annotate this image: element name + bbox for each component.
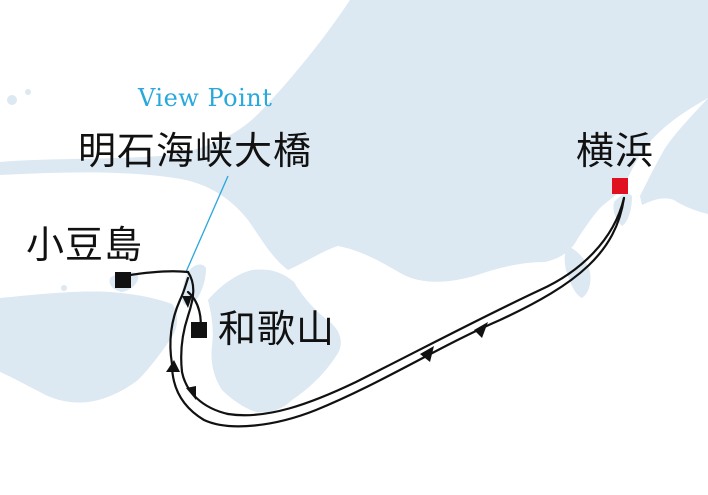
island-small (25, 89, 31, 95)
boso-peninsula (640, 98, 708, 214)
port-marker-yokohama (612, 178, 628, 194)
route-loop (169, 276, 190, 366)
route-osaka-bay (180, 270, 230, 416)
izu-peninsula (564, 246, 591, 298)
route-arrows (166, 296, 488, 400)
direction-arrow (474, 322, 488, 338)
route-yokohama-to-kii (226, 196, 626, 417)
viewpoint-label: View Point (138, 84, 273, 112)
shikoku-land (0, 291, 178, 403)
island-small (7, 95, 17, 105)
direction-arrow (182, 296, 192, 308)
viewpoint-name: 明石海峡大橋 (78, 129, 313, 173)
island-small (61, 285, 67, 291)
kii-peninsula (208, 269, 341, 413)
cruise-route (122, 196, 626, 428)
port-label-yokohama: 横浜 (576, 129, 655, 173)
port-label-shodoshima: 小豆島 (26, 223, 144, 267)
honshu-land (0, 0, 708, 282)
port-label-wakayama: 和歌山 (218, 307, 336, 351)
port-marker-shodoshima (115, 272, 131, 288)
direction-arrow (166, 360, 180, 372)
port-marker-wakayama (191, 322, 207, 338)
viewpoint-leader-line (185, 175, 229, 273)
route-inbound (170, 196, 626, 428)
direction-arrow (420, 346, 434, 362)
island-small (353, 11, 359, 17)
direction-arrow (186, 386, 196, 400)
